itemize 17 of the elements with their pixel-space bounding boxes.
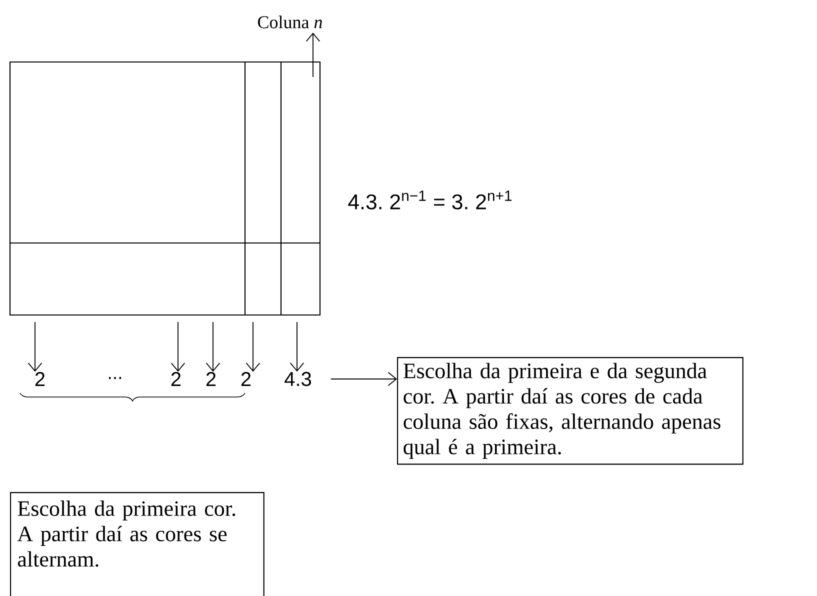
- ellipsis: ...: [108, 377, 122, 379]
- number-label: 2: [241, 372, 251, 386]
- text-box: Escolha da primeira cor. A partir daí as cores se alternam.: [10, 492, 264, 596]
- arrow: [170, 322, 186, 372]
- arrow: [206, 322, 220, 372]
- text-box: Escolha da primeira e da segunda cor. A partir daí as cores de cada coluna são fixas, alternando apenas qual é a primeira.: [397, 357, 744, 465]
- column-label: Coluna n: [258, 16, 322, 28]
- number-label: 2: [171, 372, 181, 386]
- arrow: [306, 32, 320, 78]
- arrow: [290, 322, 304, 372]
- arrow: [28, 322, 42, 372]
- number-label: 2: [206, 372, 216, 386]
- arrow: [246, 322, 260, 372]
- number-label: 2: [35, 372, 45, 386]
- formula-text: 4.3. 2$^{n−1}$ = 3. 2$^{n+1}$: [348, 190, 512, 210]
- arrow: [330, 372, 398, 386]
- number-label: 4.3: [284, 372, 312, 386]
